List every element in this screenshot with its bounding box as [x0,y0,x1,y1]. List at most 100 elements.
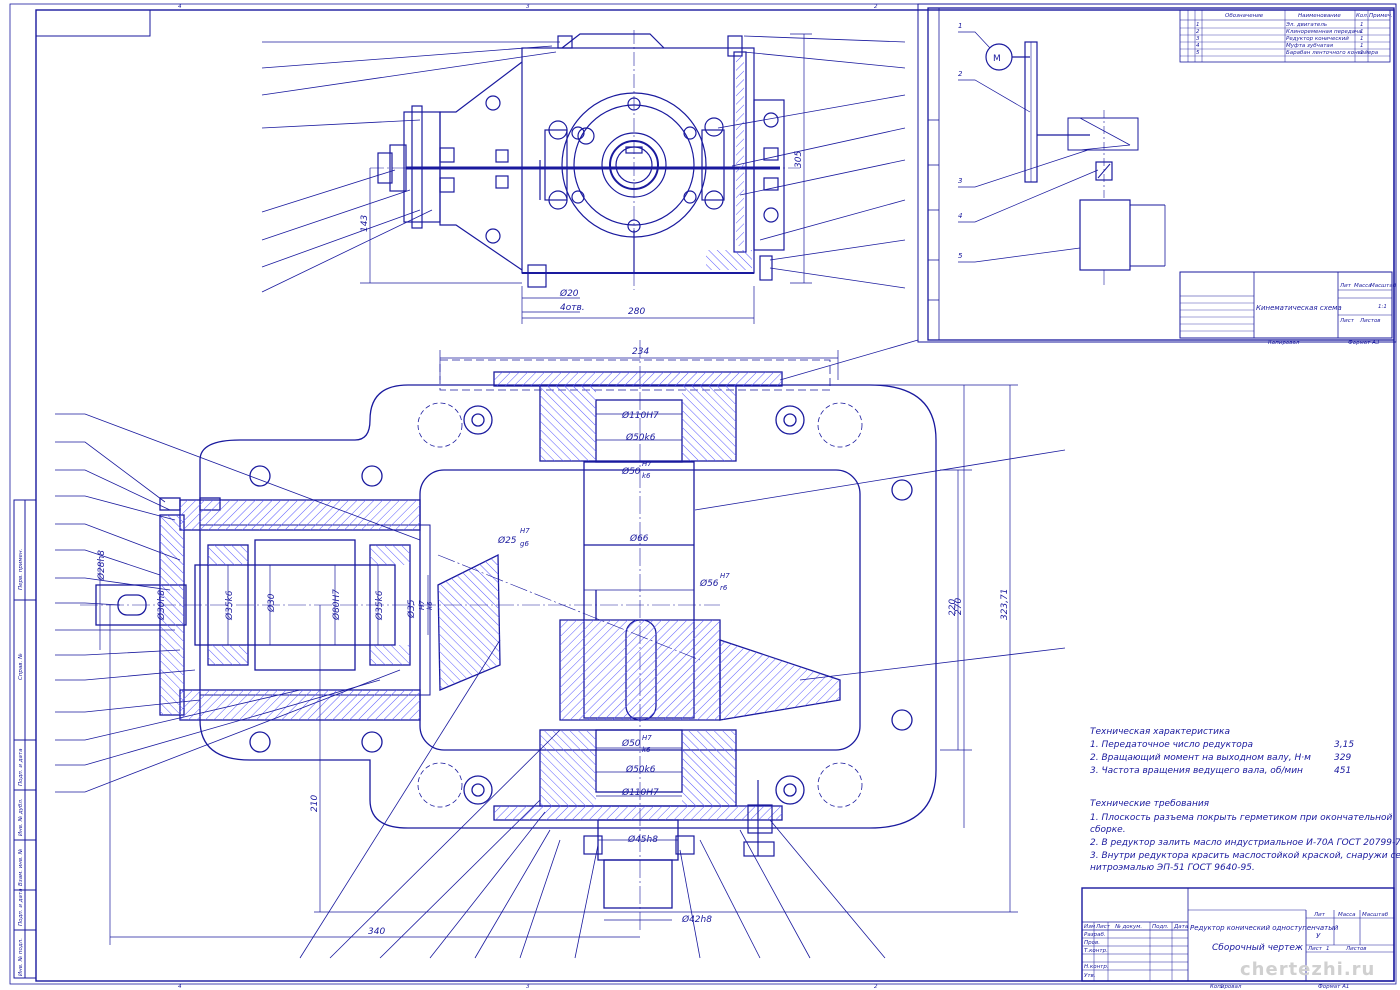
kin-label: 1 [958,22,962,30]
dim-fit: Ø50k6 [625,764,656,775]
dim-fit: Ø30 [266,593,277,613]
zone-number: 2 [874,4,878,10]
tb-role: Т.контр. [1084,948,1108,954]
stamp-sheet: Лист [1339,318,1355,324]
dim-fit: Ø56 [699,578,719,589]
table-name: Барабан ленточного конвейера [1286,50,1379,56]
table-header: Наименование [1298,13,1341,19]
table-header: Кол. [1356,13,1369,19]
table-name: Клиноременная передача [1286,29,1362,35]
tech-req-line: 2. В редуктор залить масло индустриально… [1090,838,1400,848]
dim-fit: Ø35 [406,599,417,619]
dim-280: 280 [628,307,645,317]
dim-fit: Ø45h8 [627,834,658,845]
dim-210: 210 [310,795,320,812]
kinematic-title: Кинематическая схема [1256,304,1342,312]
dim-fit: g6 [520,540,529,548]
dim-fit: Ø50k6 [625,432,656,443]
dim-143: 143 [360,215,370,232]
dim-fit: Ø80H7 [331,589,342,621]
tb-role: Пров. [1084,940,1100,946]
tb-header: № докум. [1114,924,1142,930]
dim-fit: Ø110H7 [621,787,659,798]
dim-fit: Ø110H7 [621,410,659,421]
table-qty: 1 [1360,50,1364,56]
leader-lines-section [55,339,1066,959]
tb-role: Разраб. [1084,932,1106,938]
stamp-scale: Масштаб [1370,283,1397,289]
tb-header: Лист [1095,924,1111,930]
section-hatches [160,372,840,820]
top-view-hatch [706,56,752,270]
stamp-mass: Масса [1354,283,1372,289]
table-pos: 4 [1196,43,1200,49]
stamp-label: Инв. № дубл. [18,798,24,836]
top-view-dims [360,33,812,324]
tech-char-value: 329 [1334,753,1351,763]
tb-copied: Копировал [1210,984,1242,990]
zone-number: 3 [526,984,530,990]
tech-char-value: 3,15 [1334,740,1354,750]
kin-label: 2 [958,70,963,78]
tb-role: Н.контр. [1084,964,1109,970]
stamp-label: Подп. и дата [18,888,24,926]
table-header: Примеч. [1369,13,1393,19]
section-centerlines [80,340,720,930]
table-pos: 5 [1196,50,1200,56]
table-qty: 1 [1360,36,1364,42]
dim-fit: r6 [720,584,728,592]
dim-fit: Ø66 [629,533,649,544]
stamp-lit: Лит [1339,283,1352,289]
stamp-label: Справ. № [18,653,24,680]
kinematic-scheme [917,3,1397,343]
tb-sheets: Листов [1345,946,1367,952]
kin-label: 4 [958,212,962,220]
tb-scale: Масштаб [1362,912,1389,918]
dim-fit: Ø25 [497,535,517,546]
zone-number: 1 [1220,984,1224,990]
dim-fit: k6 [642,746,651,754]
table-name: Редуктор конический [1286,36,1349,42]
dim-fit: H7 [642,734,652,742]
table-name: Муфта зубчатая [1286,43,1334,49]
tb-sheet: Лист [1307,946,1323,952]
tech-req-line: 1. Плоскость разъема покрыть герметиком … [1090,813,1393,823]
dim-fit: Ø30h8 [156,590,167,621]
watermark: chertezhi.ru [1240,959,1375,980]
dim-220: 220 [948,599,958,616]
section-view [95,359,937,909]
dim-fit: Ø35k6 [224,590,235,621]
dim-fit: Ø35k6 [374,590,385,621]
tech-req-line: 3. Внутри редуктора красить маслостойкой… [1090,851,1400,861]
stamp-scale-val: 1:1 [1378,304,1387,310]
dim-fit: H7 [642,460,652,468]
tech-char-value: 451 [1334,766,1351,776]
table-pos: 1 [1196,22,1200,28]
stamp-copied: Копировал [1268,340,1300,346]
tech-req-title: Технические требования [1090,799,1210,809]
side-stamp-labels: Перв. примен. Справ. № Подп. и дата Инв.… [18,548,24,976]
tb-mass: Масса [1338,912,1356,918]
sheet-frame [9,3,1397,985]
tech-char-item: 2. Вращающий момент на выходном валу, Н·… [1090,753,1311,763]
dim-fit: H7 [520,527,530,535]
tech-char-item: 1. Передаточное число редуктора [1090,740,1253,750]
dim-fit: k6 [642,472,651,480]
dim-305: 305 [794,151,804,168]
stamp-label: Взам. инв. № [18,848,24,886]
table-qty: 1 [1360,29,1364,35]
table-name: Эл. двигатель [1285,22,1327,28]
dim-fit: k6 [426,601,434,610]
dim-234: 234 [632,347,649,357]
drawing-type: Сборочный чертеж [1212,943,1304,953]
bottom-shaft-details [583,780,775,857]
tb-sheet-val: 1 [1326,946,1330,952]
dim-340: 340 [368,927,385,937]
dim-holes: 4отв. [560,303,585,313]
side-stamp [13,499,37,979]
drawing-name: Редуктор конический одноступенчатый [1190,924,1339,932]
table-header: Обозначение [1225,13,1264,19]
tb-header: Дата [1173,924,1189,930]
section-dims [99,350,1018,945]
